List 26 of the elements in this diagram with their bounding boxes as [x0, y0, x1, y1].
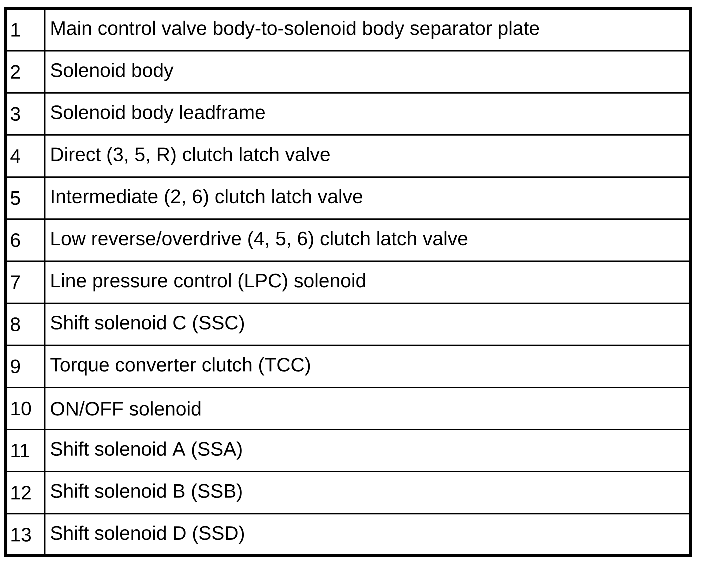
part-name: Solenoid body	[51, 63, 174, 82]
part-name: Shift solenoid A (SSA)	[51, 442, 242, 460]
part-name: Direct (3, 5, R) clutch latch valve	[52, 147, 330, 166]
row-number: 3	[10, 107, 20, 122]
row-number: 7	[11, 276, 20, 290]
row-number: 10	[12, 402, 32, 416]
part-name: Main control valve body-to-solenoid body separator plate	[52, 20, 540, 40]
part-name: Shift solenoid C (SSC)	[51, 316, 244, 334]
row-number: 6	[11, 234, 20, 248]
part-name: Intermediate (2, 6) clutch latch valve	[52, 189, 363, 208]
row-number: 5	[11, 192, 20, 206]
row-number: 8	[11, 318, 20, 332]
part-name: Shift solenoid D (SSD)	[51, 526, 244, 544]
row-number: 1	[12, 23, 20, 37]
part-name: ON/OFF solenoid	[51, 402, 201, 416]
part-name: Line pressure control (LPC) solenoid	[52, 273, 366, 292]
part-name: Solenoid body leadframe	[51, 105, 265, 124]
part-name: Low reverse/overdrive (4, 5, 6) clutch latch valve	[52, 231, 468, 250]
row-number: 4	[10, 150, 20, 163]
row-number: 13	[12, 528, 32, 542]
row-number: 2	[11, 65, 20, 79]
row-number: 12	[12, 486, 31, 500]
part-name: Shift solenoid B (SSB)	[51, 484, 242, 502]
row-number: 11	[12, 444, 30, 458]
part-name: Torque converter clutch (TCC)	[50, 358, 310, 376]
row-number: 9	[11, 360, 20, 374]
